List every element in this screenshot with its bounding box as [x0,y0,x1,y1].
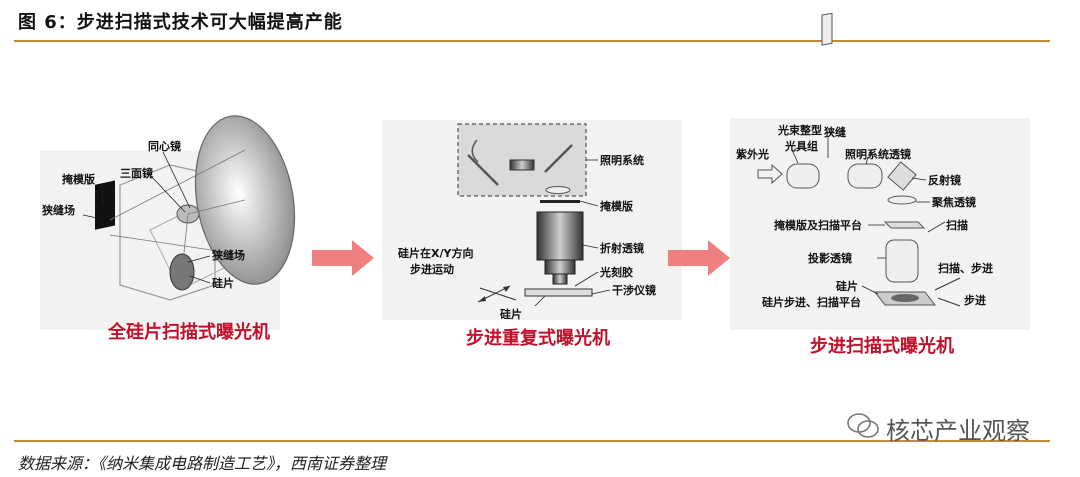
source-note: 数据来源：《纳米集成电路制造工艺》，西南证券整理 [18,454,387,473]
label-step-motion-2: 步进运动 [410,262,454,276]
panel-step-scan: 光束整型 光具组 狭缝 紫外光 照明系统透镜 反射镜 聚焦透镜 掩模版及扫描平台… [730,12,1030,357]
illum-mirror-1 [467,154,499,186]
label-mask-scan: 掩模版及扫描平台 [774,218,862,232]
label-slit-field-left: 狭缝场 [41,203,75,217]
label-interferometer: 干涉仪镜 [612,283,656,297]
label-uv: 紫外光 [736,147,769,161]
label-scan: 扫描 [946,218,968,232]
beam-shaping-lens [786,163,820,189]
label-wafer: 硅片 [212,276,234,290]
label-wafer-3: 硅片 [836,279,858,293]
slit-plate [821,12,833,46]
illum-lens-block [509,159,535,171]
scanner-body [119,164,216,301]
lens-tip [544,259,576,275]
label-photoresist: 光刻胶 [599,265,633,279]
label-proj-lens: 投影透镜 [808,251,852,265]
label-tri-mirror: 三面镜 [120,166,153,180]
mask-plate-2 [540,200,580,203]
label-beam-shaping-1: 光束整型 [777,123,822,137]
label-illumination: 照明系统 [600,153,644,167]
label-mask-2: 掩模版 [600,199,633,213]
label-slit: 狭缝 [823,125,846,139]
illum-mirror-2 [544,144,573,173]
label-focus-lens: 聚焦透镜 [931,195,976,209]
lens-nozzle [552,273,568,285]
uv-arrow [757,163,783,185]
flow-arrow-1 [312,240,374,276]
condenser-lens [545,186,571,194]
figure-title: 图 6：步进扫描式技术可大幅提高产能 [18,12,343,33]
label-concentric-mirror: 同心镜 [148,139,181,153]
mask-plate [95,180,115,230]
label-refraction-lens: 折射透镜 [600,241,644,255]
label-illum-lens: 照明系统透镜 [845,147,911,161]
label-scan-step: 扫描、步进 [938,261,993,275]
panel-step-repeat: 照明系统 掩模版 折射透镜 光刻胶 干涉仪镜 硅片 硅片在X/Y方向 步进运动 … [382,120,682,349]
label-step: 步进 [964,293,986,307]
caption-full-wafer: 全硅片扫描式曝光机 [107,321,270,343]
panel-full-wafer-scanner: 同心镜 三面镜 掩模版 狭缝场 狭缝场 硅片 全硅片扫描式曝光机 [40,115,296,343]
caption-step-repeat: 步进重复式曝光机 [466,327,610,349]
label-step-motion-1: 硅片在X/Y方向 [398,246,473,260]
label-wafer-2: 硅片 [500,307,522,321]
label-beam-shaping-2: 光具组 [784,139,818,153]
projection-lens-column [536,211,584,261]
lamp-arc [471,139,479,163]
wafer-stage [524,288,593,297]
watermark-text: 核芯产业观察 [886,417,1030,445]
chat-bubble-icon [847,413,879,438]
label-mask: 掩模版 [62,172,95,186]
flow-arrow-2 [668,240,730,276]
label-reflector: 反射镜 [928,173,961,187]
label-slit-field-right: 狭缝场 [211,248,245,262]
top-rule [14,40,1050,42]
label-wafer-platform: 硅片步进、扫描平台 [762,295,861,309]
mask-scan-platform [883,221,926,229]
reflector-mirror [887,161,917,191]
projection-lens [885,239,919,283]
caption-step-scan: 步进扫描式曝光机 [810,335,954,357]
bottom-rule [14,440,1050,442]
wafer-disc [891,294,919,302]
illum-lens-cylinder [847,163,883,189]
focus-lens [887,195,917,205]
watermark: 核芯产业观察 [846,411,1056,445]
